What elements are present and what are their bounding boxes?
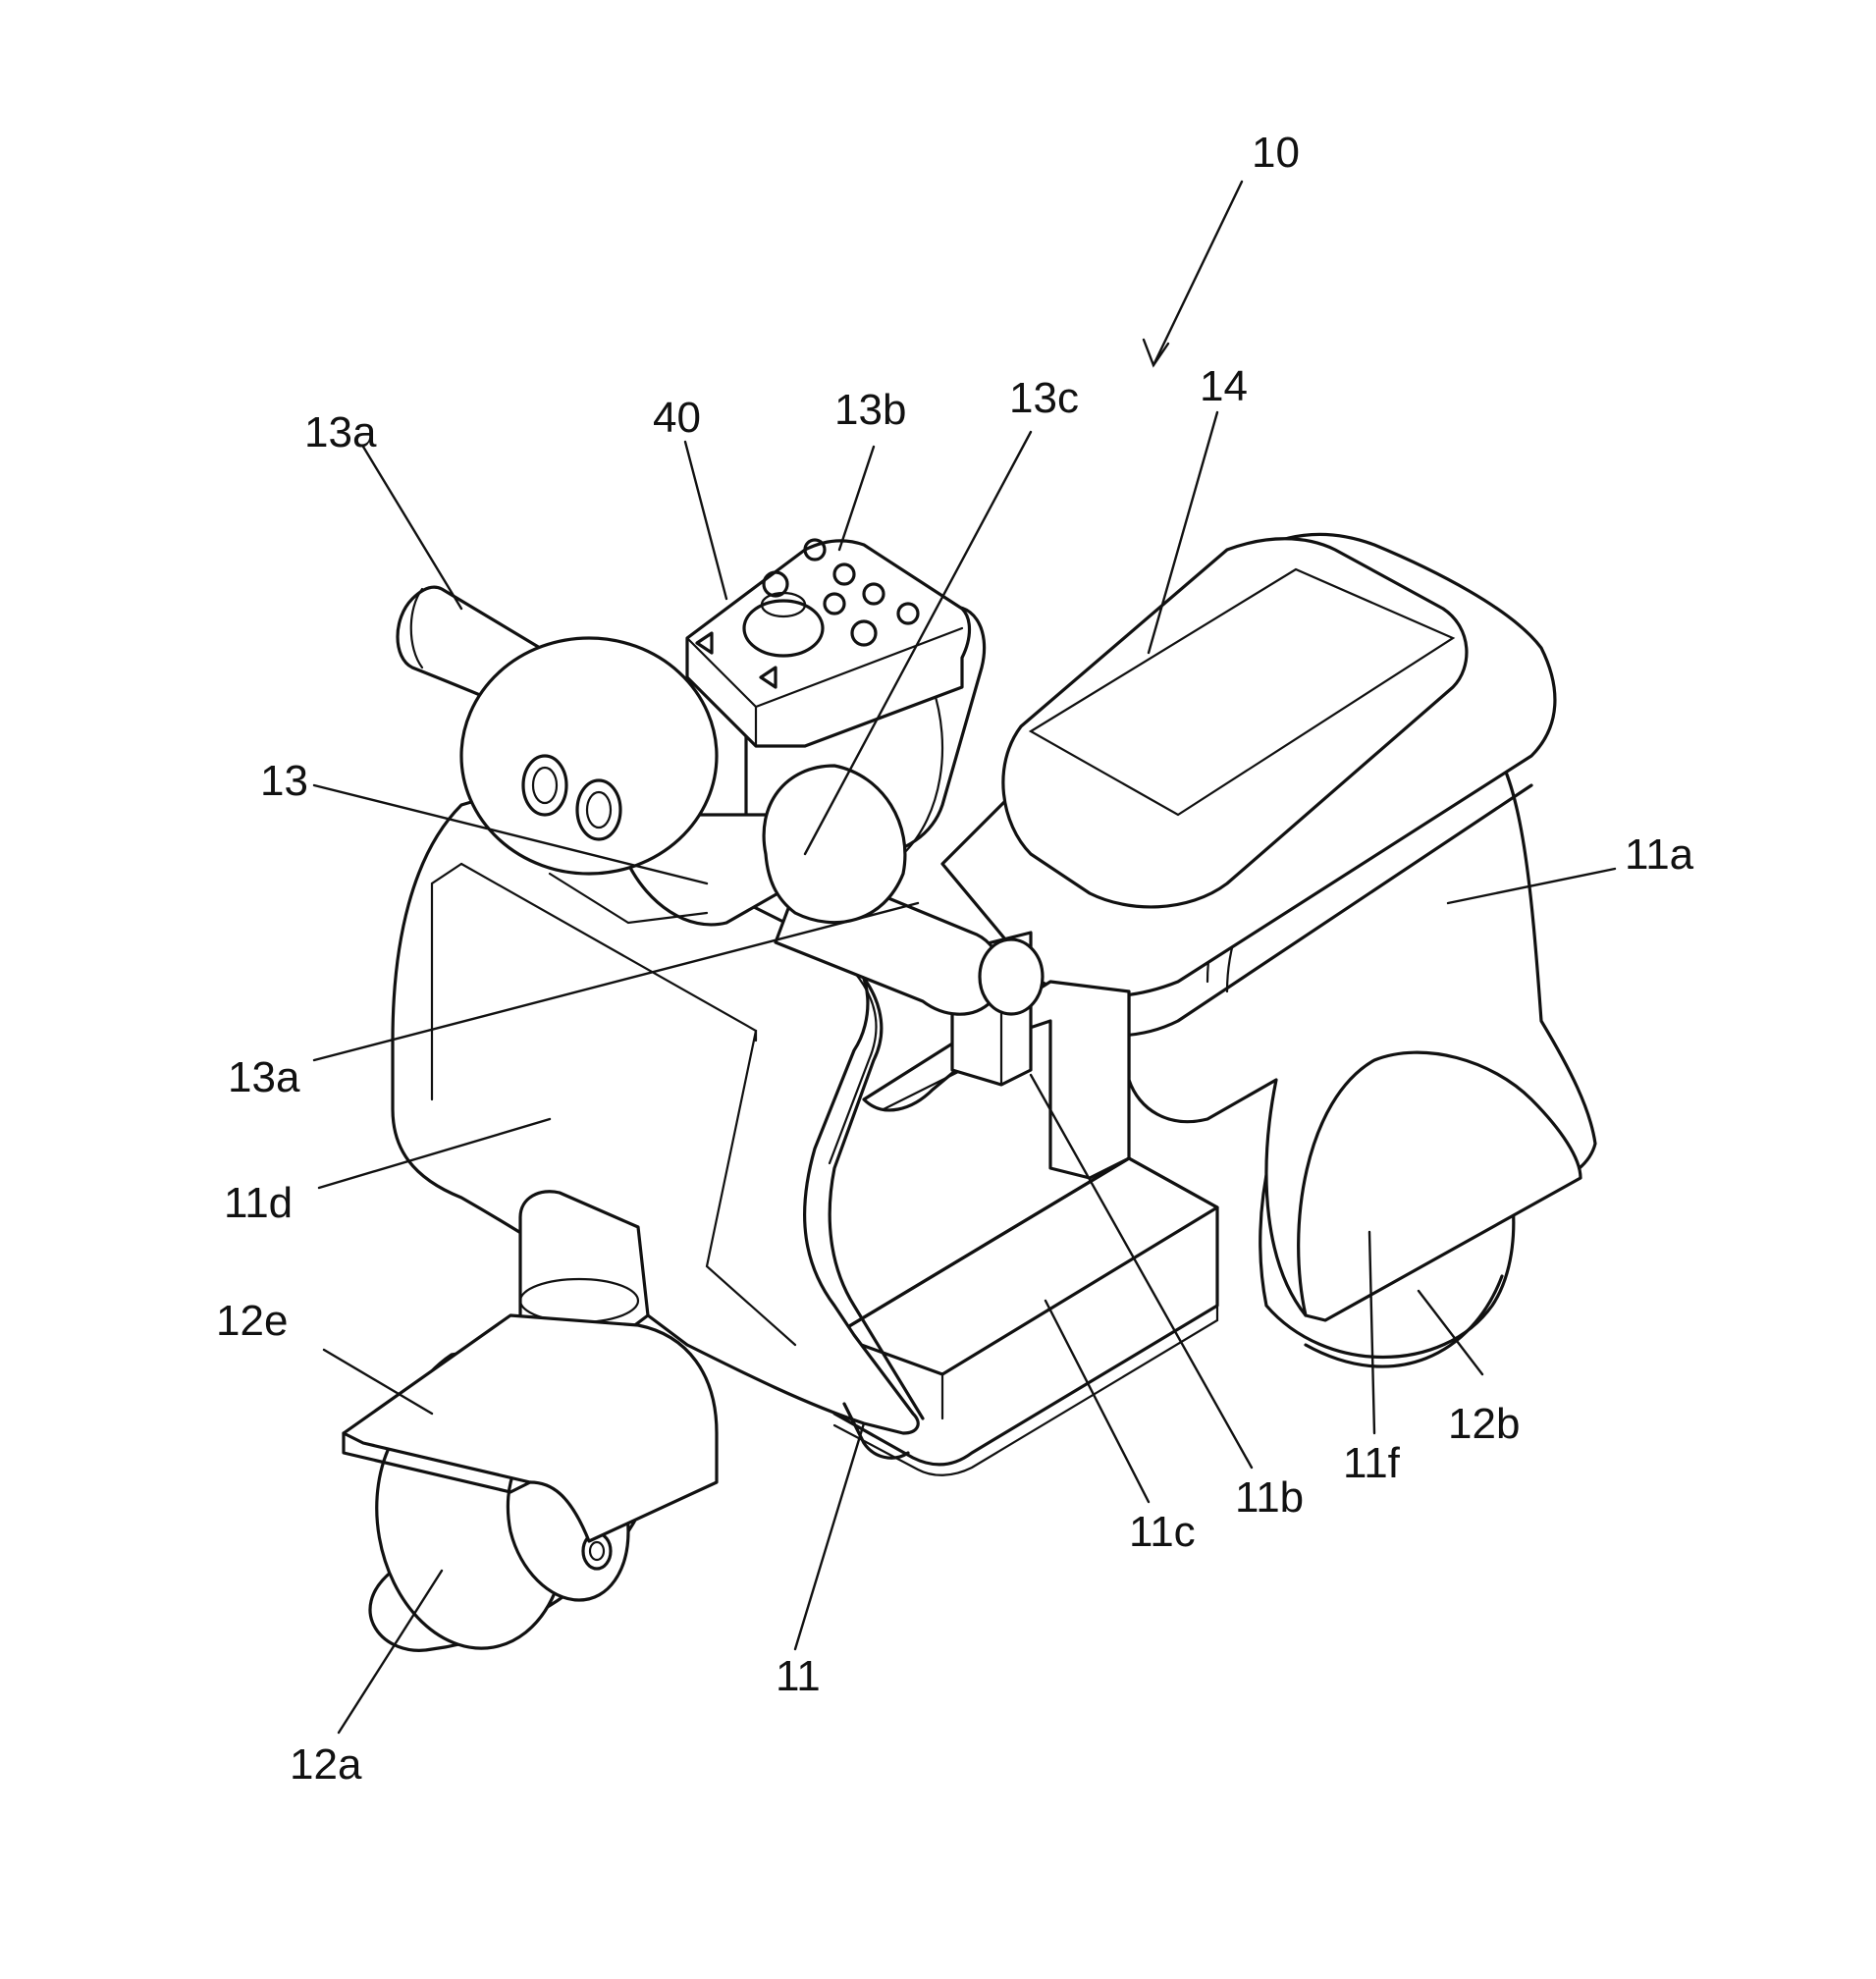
label-12b: 12b bbox=[1448, 1400, 1520, 1448]
leader-10 bbox=[1153, 182, 1242, 365]
label-12a: 12a bbox=[290, 1740, 362, 1789]
leader-13a-top bbox=[363, 447, 461, 609]
label-13c: 13c bbox=[1009, 374, 1079, 422]
label-13: 13 bbox=[260, 757, 308, 805]
label-11d: 11d bbox=[224, 1179, 293, 1227]
label-13a-lower: 13a bbox=[228, 1053, 300, 1101]
label-11b: 11b bbox=[1235, 1473, 1304, 1522]
leader-40 bbox=[685, 442, 726, 599]
label-11f: 11f bbox=[1343, 1439, 1401, 1487]
label-40: 40 bbox=[653, 394, 701, 442]
label-11: 11 bbox=[776, 1652, 821, 1700]
label-13b: 13b bbox=[834, 386, 906, 434]
label-10: 10 bbox=[1252, 129, 1300, 177]
label-14: 14 bbox=[1200, 362, 1248, 410]
label-11c: 11c bbox=[1129, 1508, 1196, 1556]
label-11a: 11a bbox=[1625, 830, 1694, 879]
leader-11 bbox=[795, 1423, 864, 1649]
leader-13b bbox=[839, 447, 874, 550]
label-12e: 12e bbox=[216, 1297, 288, 1345]
label-13a-top: 13a bbox=[304, 408, 377, 456]
